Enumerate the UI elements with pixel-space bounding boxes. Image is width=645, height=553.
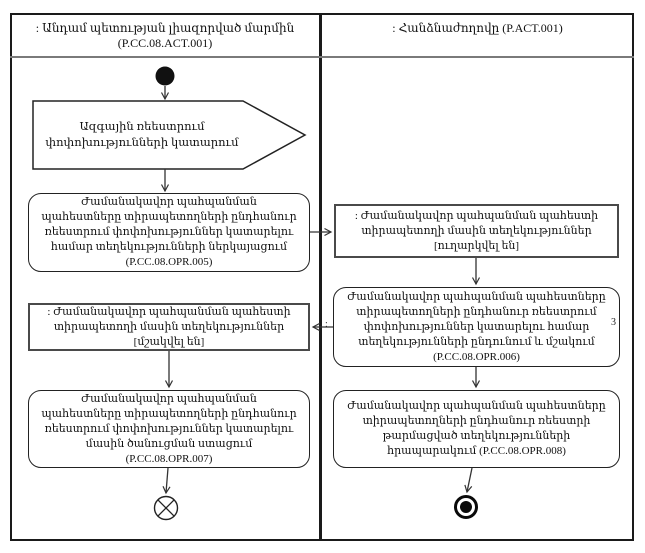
action-node-opr008: Ժամանակավոր պահպանման պահեստները տիրապետ… [333,390,620,468]
object-node-info-sent: : Ժամանակավոր պահպանման պահեստի տիրապետո… [334,204,619,258]
lane-code: (P.CC.08.ACT.001) [117,36,213,50]
action-node-opr005: Ժամանակավոր պահպանման պահեստները տիրապետ… [28,193,310,272]
swimlane-header-member-state: : Անդամ պետության լիազորված մարմին (P.CC… [12,15,318,55]
lane-title: : Հանձնաժողովը (P.ACT.001) [392,21,563,35]
swimlane-divider [319,13,322,541]
lane-title: : Անդամ պետության լիազորված մարմին [35,21,295,35]
object-node-info-processed: : Ժամանակավոր պահպանման պահեստի տիրապետո… [28,303,310,351]
stray-mark-left: : [325,319,328,330]
action-node-opr006: Ժամանակավոր պահպանման պահեստները տիրապետ… [333,287,620,367]
action-node-opr007: Ժամանակավոր պահպանման պահեստները տիրապետ… [28,390,310,468]
swimlane-header-commission: : Հանձնաժողովը (P.ACT.001) [323,15,632,55]
send-signal-label: Ազգային ռեեստրում փոփոխությունների կատար… [45,121,239,149]
lane-header-separator [10,56,634,58]
stray-mark-right: 3 [611,317,616,328]
